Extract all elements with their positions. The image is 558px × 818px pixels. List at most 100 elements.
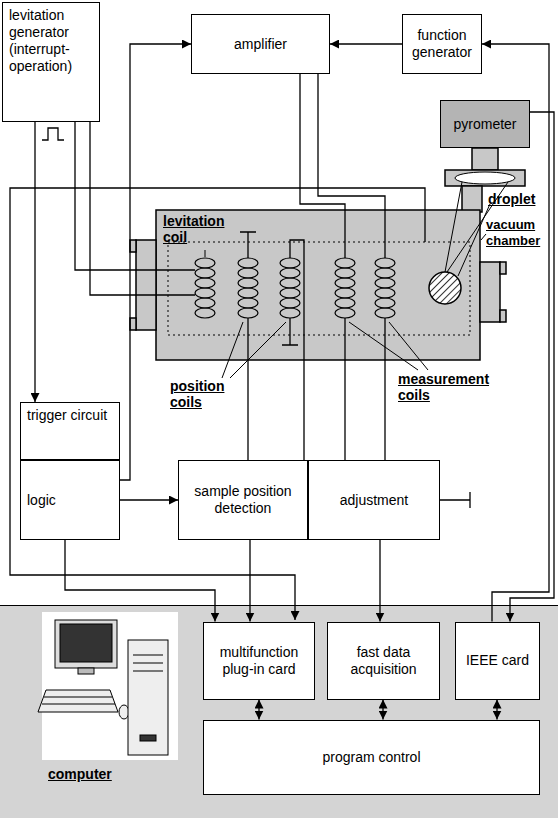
connector-arrow	[258, 700, 259, 720]
computer-icon-ground	[42, 612, 178, 760]
coil-winding	[195, 308, 215, 318]
drawing-part	[60, 624, 112, 662]
coil-winding	[238, 298, 258, 308]
node-label: fast data acquisition	[334, 644, 433, 678]
detection-box: sample position detection	[178, 460, 308, 540]
coil-winding	[335, 278, 355, 288]
inner-tube	[168, 242, 470, 335]
drawing-part	[500, 310, 506, 322]
drawing-part	[128, 640, 168, 755]
amplifier-box: amplifier	[191, 14, 330, 74]
computer-panel: computer multifunction plug-in card fast d…	[0, 605, 558, 818]
wires	[10, 74, 470, 620]
coil-winding	[280, 278, 300, 288]
coil-winding	[195, 278, 215, 288]
drawing-part	[156, 210, 480, 360]
adjustment-box: adjustment	[308, 460, 440, 540]
coil-winding	[195, 268, 215, 278]
node-label: amplifier	[234, 36, 287, 53]
drawing-part	[481, 234, 486, 240]
generator-box: function generator	[402, 14, 482, 74]
vacuum-chamber	[130, 148, 525, 360]
node-label: pyrometer	[453, 116, 516, 133]
coil-winding	[375, 288, 395, 298]
drawing-part	[38, 690, 118, 712]
connector-arrow	[34, 122, 35, 402]
drawing-part	[318, 74, 385, 258]
pyrometer-lens	[455, 172, 515, 184]
card-box: IEEE card	[455, 622, 540, 700]
drawing-part	[247, 318, 248, 460]
part-label: levitation coil	[163, 213, 237, 245]
part-label: position coils	[170, 378, 252, 410]
coil-winding	[335, 308, 355, 318]
drawing-part	[458, 204, 490, 276]
coil-winding	[375, 268, 395, 278]
node-label: multifunction plug-in card	[210, 644, 308, 678]
computer-panel-ground	[0, 605, 558, 818]
drawing-part	[500, 262, 506, 274]
connector-arrow	[379, 540, 380, 622]
drawing-part	[445, 182, 462, 272]
coil-winding	[238, 278, 258, 288]
part-label: measurement coils	[398, 371, 498, 403]
connector-arrow	[330, 43, 402, 44]
drawing-part	[480, 262, 500, 322]
connector-arrow	[382, 700, 383, 720]
circuit-box: trigger circuit	[20, 402, 120, 460]
drawing-part	[55, 620, 117, 668]
drawing-part	[462, 186, 482, 212]
coil-winding	[375, 278, 395, 288]
connector-arrow	[120, 44, 191, 480]
generator-box: levitation generator (interrupt-operatio…	[2, 2, 100, 122]
coil-winding	[335, 258, 355, 268]
coil-winding	[238, 288, 258, 298]
drawing-part	[140, 735, 156, 741]
drawing-part	[130, 240, 136, 252]
drawing-part	[300, 74, 345, 258]
connector-arrow	[496, 700, 497, 720]
drawing-part	[133, 655, 163, 656]
drawing-part	[44, 697, 112, 698]
coil-winding	[335, 288, 355, 298]
part-label: droplet	[488, 191, 548, 207]
coil-winding	[375, 258, 395, 268]
connector-arrow	[65, 540, 215, 622]
coil-winding	[280, 258, 300, 268]
drawing-part	[282, 318, 298, 345]
drawing-part	[136, 240, 156, 330]
drawing-part	[222, 322, 243, 378]
coil-winding	[335, 298, 355, 308]
connector-arrow	[249, 540, 250, 622]
coil-winding	[280, 298, 300, 308]
coil-windings	[195, 258, 395, 318]
coil-winding	[238, 258, 258, 268]
node-label: computer	[48, 766, 112, 783]
drawing-part	[389, 322, 428, 370]
coil-winding	[375, 298, 395, 308]
drawing-part	[290, 240, 304, 460]
coil-winding	[335, 268, 355, 278]
coil-winding	[195, 298, 215, 308]
drawing-part	[10, 188, 425, 620]
connector-arrow	[120, 499, 178, 500]
drawing-part	[445, 170, 525, 186]
drawing-part	[133, 671, 163, 672]
drawing-part	[472, 148, 498, 170]
control-box: program control	[203, 720, 540, 795]
drawing-part	[440, 492, 470, 508]
drawing-part	[205, 250, 206, 257]
drawing-part	[344, 318, 345, 460]
drawing-part	[240, 232, 256, 258]
node-label: logic	[27, 492, 56, 509]
node-label: sample position detection	[185, 483, 301, 517]
coil-winding	[375, 308, 395, 318]
coil-winding	[195, 288, 215, 298]
coil-winding	[238, 308, 258, 318]
node-label: function generator	[409, 27, 475, 61]
node-label: levitation generator (interrupt-operatio…	[9, 7, 93, 75]
part-label: vacuum chamber	[486, 217, 546, 249]
drawing-part	[75, 122, 195, 270]
leader-lines	[205, 204, 490, 378]
